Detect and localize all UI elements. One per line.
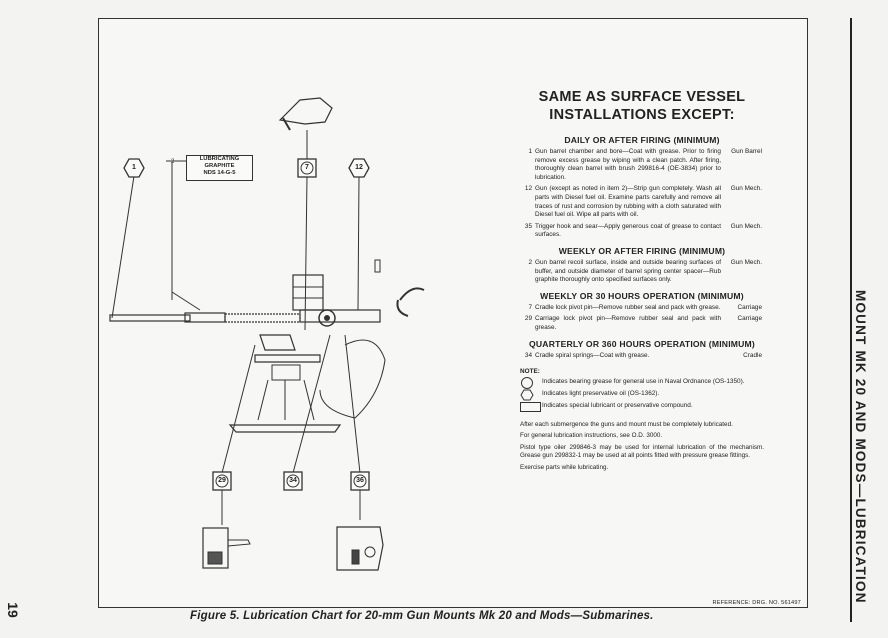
item-location: Carriage <box>737 315 762 323</box>
item-location: Gun Barrel <box>731 148 762 155</box>
leader-line-29 <box>221 344 256 474</box>
item-number: 1 <box>528 148 532 155</box>
pedestal <box>257 364 315 421</box>
section-title: DAILY OR AFTER FIRING (MINIMUM) <box>564 135 720 145</box>
item-location: Gun Mech. <box>730 222 762 230</box>
reference-drawing-number: REFERENCE: DRG. NO. 561497 <box>712 600 801 606</box>
instruction-paragraph: For general lubrication instructions, se… <box>520 432 663 440</box>
lubrication-instructions: SAME AS SURFACE VESSEL INSTALLATIONS EXC… <box>520 88 764 473</box>
note-label: NOTE: <box>520 368 540 376</box>
headline: SAME AS SURFACE VESSEL INSTALLATIONS EXC… <box>520 88 764 124</box>
trigger-detail <box>336 526 384 571</box>
item-text: Gun (except as noted in item 2)—Strip gu… <box>535 185 721 219</box>
item-text: Cradle lock pivot pin—Remove rubber seal… <box>535 303 721 311</box>
circle-icon <box>520 376 542 389</box>
item-number: 2 <box>528 258 532 266</box>
graphite-label-line: LUBRICATING <box>199 156 240 162</box>
item-text: Carriage lock pivot pin—Remove rubber se… <box>535 315 721 331</box>
item-number: 34 <box>524 351 532 359</box>
instruction-paragraph: After each submergence the guns and moun… <box>520 420 733 428</box>
leader-line-7 <box>304 130 308 331</box>
item-text: Cradle spiral springs—Coat with grease. <box>535 351 650 359</box>
legend-text: Indicates light preservative oil (OS-136… <box>542 390 660 398</box>
item-number: 35 <box>524 222 532 230</box>
item-text: Gun barrel chamber and bore—Coat with gr… <box>535 148 721 181</box>
gun-barrel <box>109 309 381 323</box>
trunnion <box>318 309 336 327</box>
hexagon-callout-1 <box>123 158 145 178</box>
figure-caption: Figure 5. Lubrication Chart for 20-mm Gu… <box>190 610 654 622</box>
graphite-label-line: NDS 14-G-5 <box>203 170 236 177</box>
rectangle-icon <box>520 401 542 412</box>
carriage-lock-detail <box>202 527 251 569</box>
legend-text: Indicates bearing grease for general use… <box>542 378 745 386</box>
carriage <box>254 334 321 363</box>
section-title: WEEKLY OR 30 HOURS OPERATION (MINIMUM) <box>540 290 744 301</box>
legend-row: Indicates light preservative oil (OS-136… <box>520 389 764 401</box>
item-location: Gun Mech. <box>730 258 762 266</box>
leader-line-36 <box>344 334 361 474</box>
item-location: Carriage <box>737 303 762 311</box>
hexagon-callout-12 <box>348 158 370 178</box>
item-location: Cradle <box>743 351 762 359</box>
callout-1: 1 <box>132 164 136 171</box>
leader-line-2 <box>171 162 201 311</box>
shoulder-rest <box>396 287 425 317</box>
side-running-title: MOUNT MK 20 AND MODS—LUBRICATION <box>853 290 868 604</box>
item-location: Gun Mech. <box>730 185 762 193</box>
leader-line-34 <box>292 334 331 474</box>
magazine <box>292 274 324 311</box>
section-title: QUARTERLY OR 360 HOURS OPERATION (MINIMU… <box>529 338 755 349</box>
hexagon-icon <box>520 389 542 401</box>
item-number: 29 <box>524 315 532 323</box>
callout-12: 12 <box>355 164 363 171</box>
cradle-lock-detail <box>278 97 333 131</box>
legend-row: Indicates special lubricant or preservat… <box>520 401 764 413</box>
callout-29: 29 <box>218 477 226 484</box>
instruction-paragraph: Pistol type oiler 299846-3 may be used f… <box>520 443 764 460</box>
callout-36: 36 <box>356 477 364 484</box>
legend-row: Indicates bearing grease for general use… <box>520 376 764 389</box>
base-plate <box>228 424 342 433</box>
graphite-label-line: GRAPHITE <box>204 163 235 170</box>
leader-line-1 <box>111 175 135 319</box>
page-number: 19 <box>4 602 21 618</box>
note-legend: NOTE: Indicates bearing grease for gener… <box>520 368 764 413</box>
item-number: 12 <box>524 185 532 193</box>
item-text: Trigger hook and sear—Apply generous coa… <box>535 222 721 239</box>
section-title: WEEKLY OR AFTER FIRING (MINIMUM) <box>558 245 726 256</box>
shoulder-shield <box>319 339 386 419</box>
headline-line: INSTALLATIONS EXCEPT: <box>549 107 735 123</box>
headline-line: SAME AS SURFACE VESSEL <box>538 89 746 105</box>
callout-34: 34 <box>289 477 297 484</box>
legend-text: Indicates special lubricant or preservat… <box>542 402 693 410</box>
item-number: 7 <box>528 303 532 311</box>
graphite-item-number: 2 <box>171 159 175 165</box>
callout-7: 7 <box>305 164 309 171</box>
side-rule <box>850 18 852 622</box>
leader-line-12 <box>357 175 360 311</box>
instruction-paragraph: Exercise parts while lubricating. <box>520 464 609 472</box>
lubricating-graphite-box: LUBRICATING GRAPHITE NDS 14-G-5 <box>186 155 253 181</box>
item-text: Gun barrel recoil surface, inside and ou… <box>535 258 721 284</box>
